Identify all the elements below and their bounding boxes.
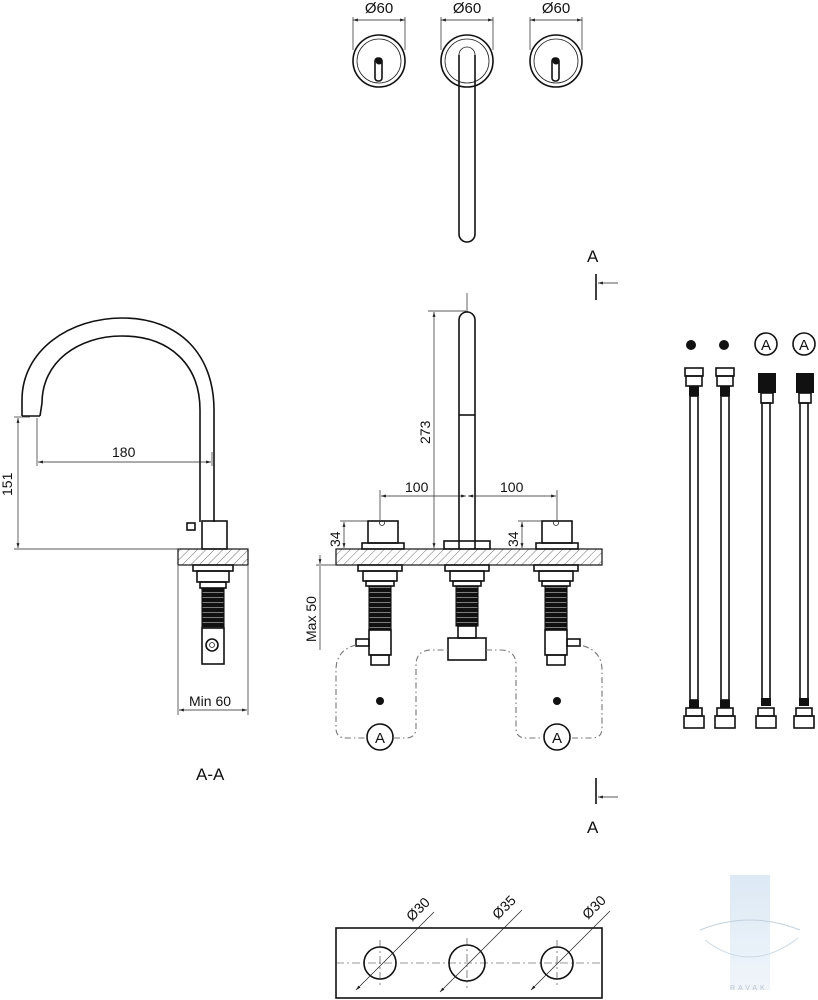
cutout-dia-left-label: Ø30: [403, 894, 433, 924]
side-view: [14, 317, 249, 715]
front-34-left-label: 34: [327, 531, 343, 547]
side-min-label: Min 60: [189, 693, 231, 709]
section-marks: A A: [587, 247, 618, 837]
hose-label-2: A: [799, 337, 809, 354]
watermark-text: RAVAK: [730, 985, 768, 992]
top-dia-right-label: Ø60: [542, 0, 570, 17]
front-100-left-label: 100: [405, 479, 429, 495]
top-dia-left-label: Ø60: [365, 0, 393, 17]
hoses: [683, 332, 816, 729]
side-deck: [177, 548, 249, 566]
top-view: Ø60 Ø60 Ø60: [352, 0, 583, 243]
front-connector-right-label: A: [552, 730, 562, 747]
top-center-rosette: [440, 34, 494, 243]
front-connector-left-label: A: [375, 730, 385, 747]
top-right-rosette: [529, 34, 583, 88]
section-title: A-A: [196, 765, 225, 784]
top-dimensions: [352, 17, 583, 50]
section-mark-bottom: A: [587, 818, 599, 837]
front-max-label: Max 50: [303, 596, 319, 642]
hose-label-1: A: [761, 337, 771, 354]
front-34-right-label: 34: [505, 531, 521, 547]
front-273-label: 273: [417, 420, 433, 444]
top-left-rosette: [352, 34, 406, 88]
side-height-label: 151: [0, 472, 15, 496]
front-100-right-label: 100: [500, 479, 524, 495]
cutout-dia-right-label: Ø30: [579, 892, 609, 922]
front-view: [316, 293, 603, 751]
section-mark-top: A: [587, 247, 599, 266]
side-reach-label: 180: [112, 444, 136, 460]
cutout-plate: [335, 909, 611, 999]
top-dia-center-label: Ø60: [453, 0, 481, 17]
ravak-logo: RAVAK: [699, 875, 801, 992]
front-deck: [335, 548, 603, 566]
